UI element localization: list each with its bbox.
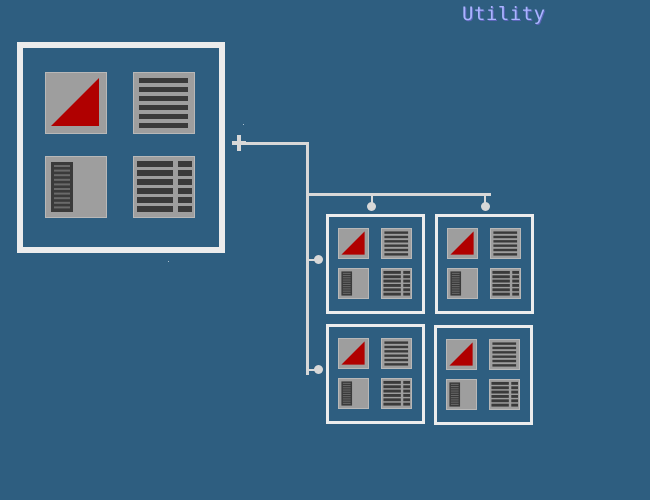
connector-wire-drop-left	[371, 195, 373, 205]
speck	[243, 124, 244, 125]
text-lines-icon	[384, 231, 409, 256]
columns-icon	[137, 161, 192, 212]
tall-bar-tile[interactable]	[338, 268, 369, 299]
columns-tile[interactable]	[381, 268, 412, 299]
connector-wire-horizontal-top	[245, 142, 308, 145]
red-triangle-tile[interactable]	[338, 228, 369, 259]
tall-bar-icon	[51, 162, 73, 212]
text-lines-tile[interactable]	[381, 338, 412, 369]
red-triangle-icon	[450, 231, 474, 255]
junction-node-icon[interactable]	[314, 255, 323, 264]
red-triangle-tile[interactable]	[45, 72, 107, 134]
tall-bar-tile[interactable]	[446, 379, 477, 410]
columns-tile[interactable]	[490, 268, 521, 299]
text-lines-tile[interactable]	[489, 339, 520, 370]
red-triangle-icon	[51, 78, 99, 126]
speck	[168, 261, 169, 262]
small-utility-panel-bottom-right[interactable]	[434, 325, 533, 425]
tall-bar-icon	[449, 382, 461, 407]
text-lines-tile[interactable]	[133, 72, 195, 134]
utility-title: Utility	[462, 3, 546, 25]
columns-icon	[492, 270, 520, 296]
columns-tile[interactable]	[133, 156, 195, 218]
connector-wire-stub-lower	[306, 369, 318, 371]
text-lines-tile[interactable]	[490, 228, 521, 259]
small-utility-panel-bottom-left[interactable]	[326, 324, 425, 424]
text-lines-tile[interactable]	[381, 228, 412, 259]
tall-bar-icon	[341, 381, 353, 406]
connector-wire-drop-right	[484, 195, 486, 205]
red-triangle-icon	[341, 231, 365, 255]
large-utility-panel[interactable]	[17, 42, 225, 253]
junction-node-icon[interactable]	[367, 202, 376, 211]
small-utility-panel-top-left[interactable]	[326, 214, 425, 314]
tall-bar-tile[interactable]	[447, 268, 478, 299]
red-triangle-tile[interactable]	[446, 339, 477, 370]
text-lines-icon	[493, 231, 518, 256]
red-triangle-tile[interactable]	[338, 338, 369, 369]
connector-wire-vertical	[306, 142, 309, 375]
connector-wire-bus	[306, 193, 491, 196]
junction-node-icon[interactable]	[481, 202, 490, 211]
tall-bar-icon	[450, 271, 462, 296]
plus-icon[interactable]	[232, 135, 246, 151]
columns-tile[interactable]	[381, 378, 412, 409]
red-triangle-icon	[449, 342, 473, 366]
columns-icon	[383, 270, 411, 296]
columns-icon	[383, 380, 411, 406]
red-triangle-tile[interactable]	[447, 228, 478, 259]
small-utility-panel-top-right[interactable]	[435, 214, 534, 314]
text-lines-icon	[492, 342, 517, 367]
red-triangle-icon	[341, 341, 365, 365]
tall-bar-icon	[341, 271, 353, 296]
text-lines-icon	[139, 78, 188, 128]
columns-tile[interactable]	[489, 379, 520, 410]
tall-bar-tile[interactable]	[45, 156, 107, 218]
tall-bar-tile[interactable]	[338, 378, 369, 409]
junction-node-icon[interactable]	[314, 365, 323, 374]
text-lines-icon	[384, 341, 409, 366]
connector-wire-stub-upper	[306, 259, 318, 261]
columns-icon	[491, 381, 519, 407]
